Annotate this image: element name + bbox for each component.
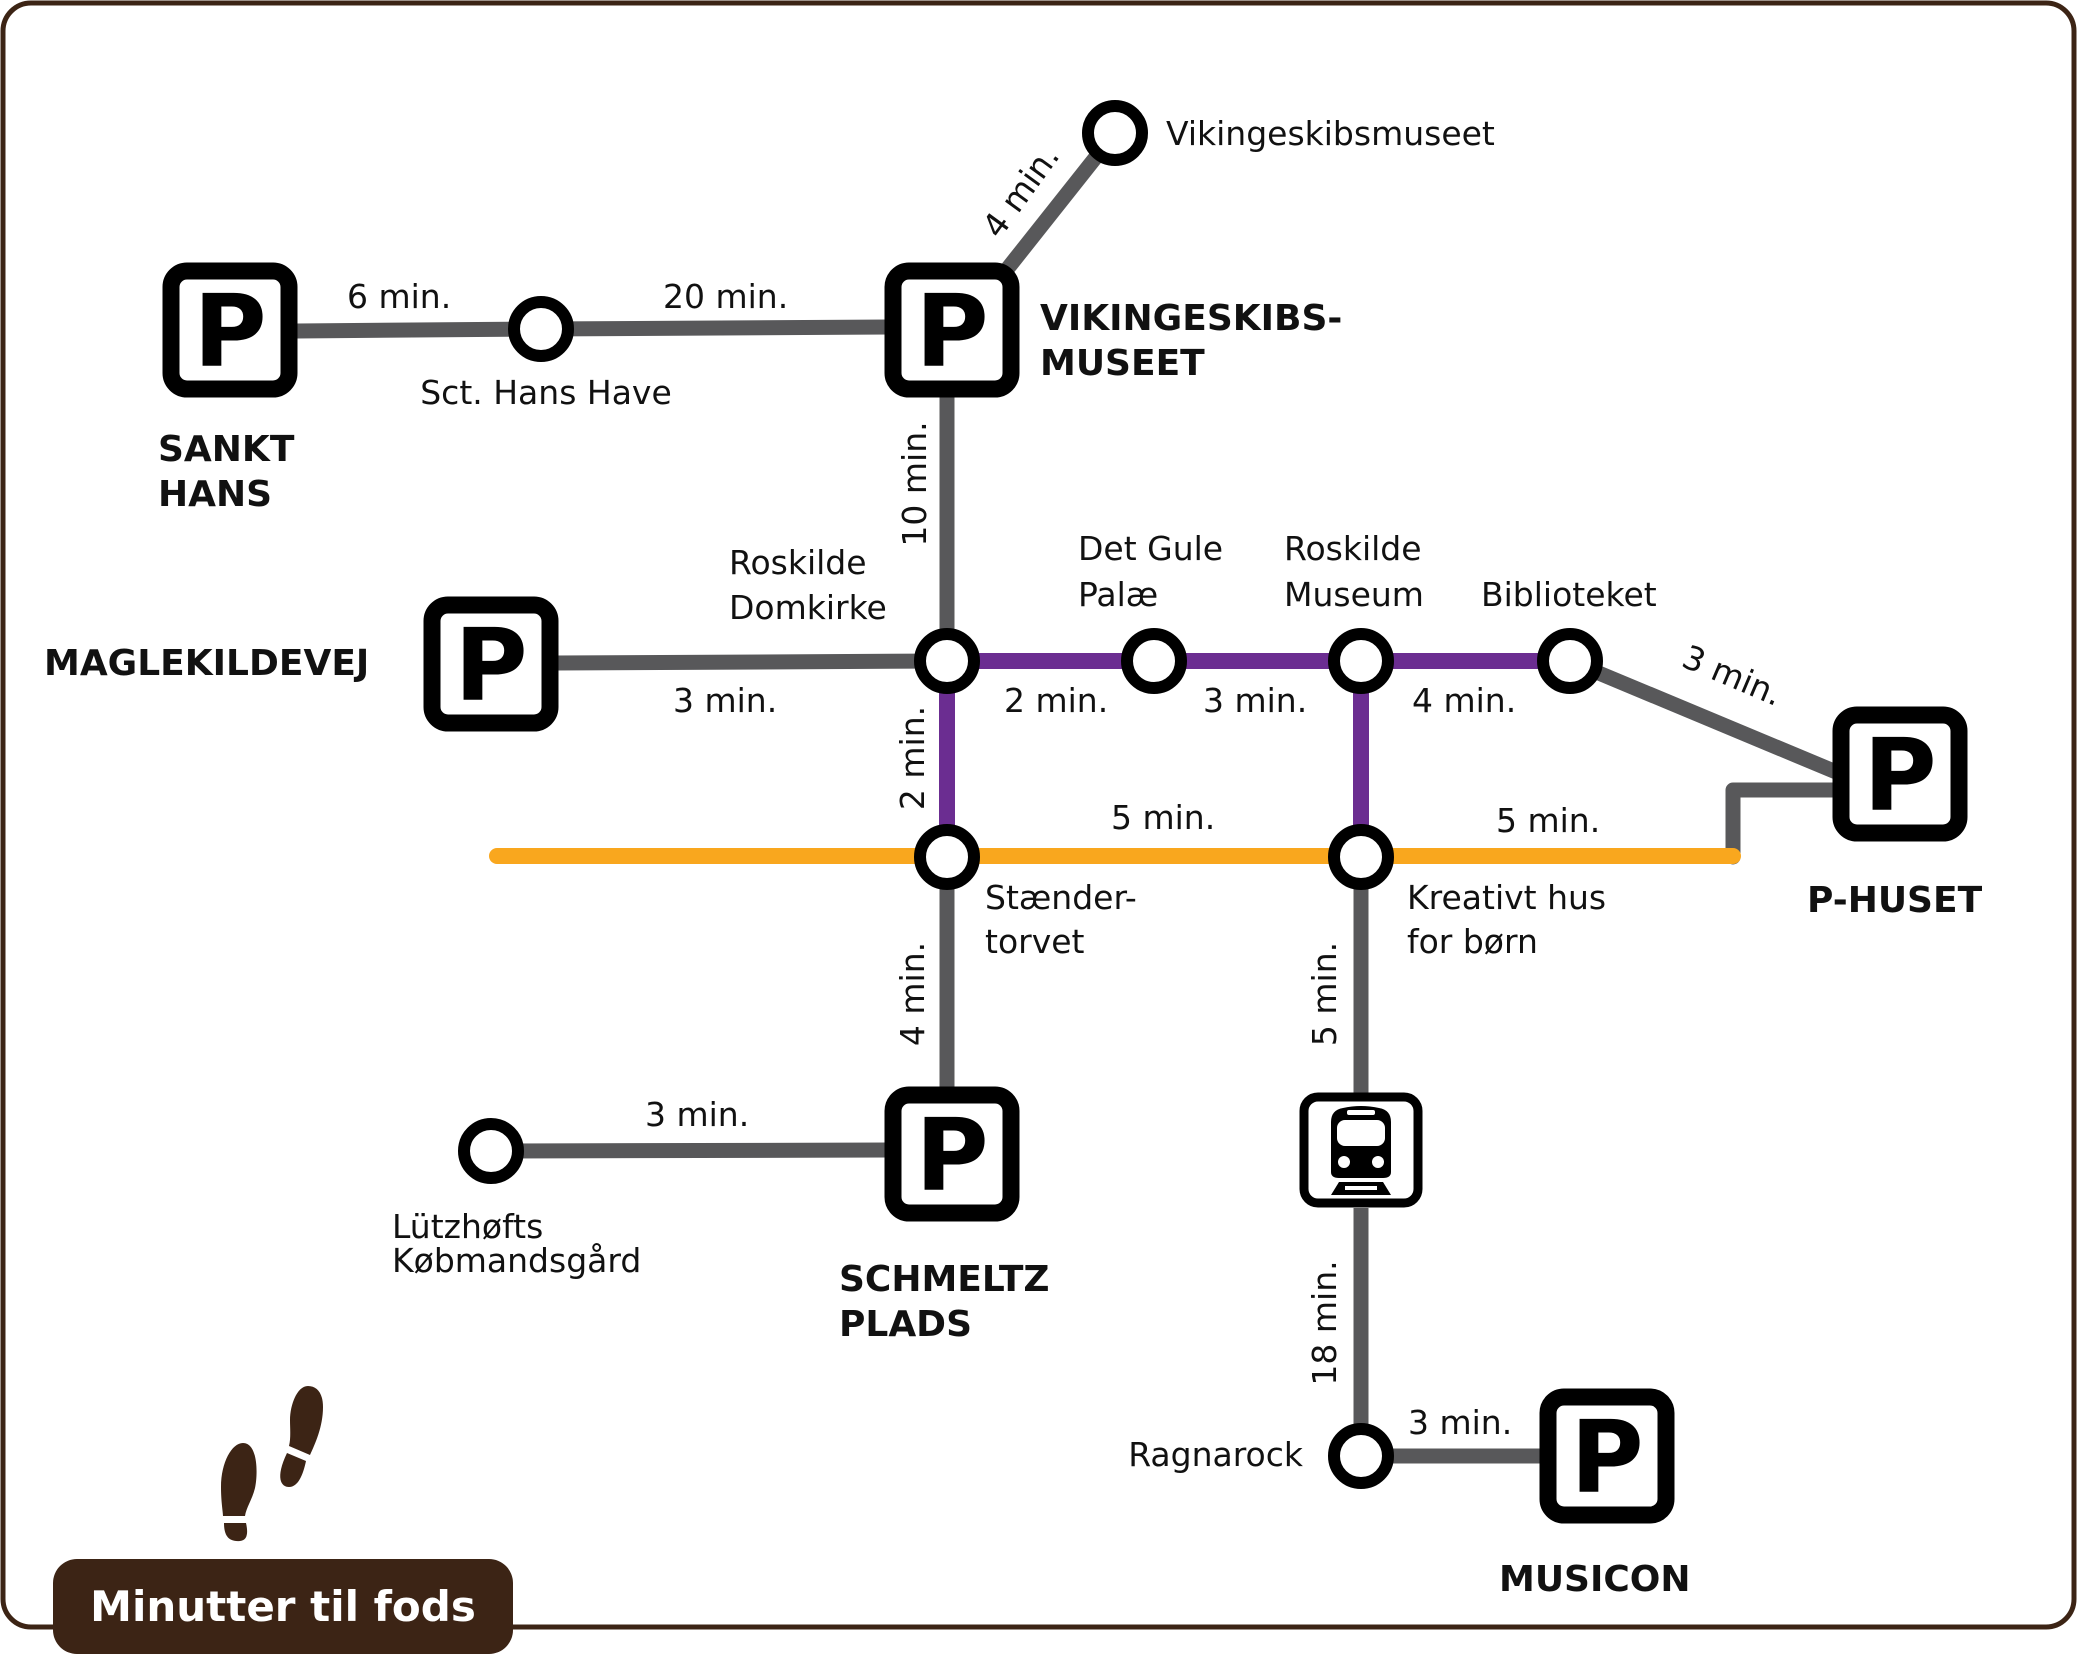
label-line: SANKT [158, 429, 295, 470]
train-icon [1331, 1106, 1391, 1195]
parking-sankt-hans[interactable]: P [162, 262, 298, 398]
parking-symbol: P [1570, 1399, 1643, 1516]
stop-label-staendertorvet: Stænder-torvet [985, 878, 1137, 961]
legend-label: Minutter til fods [90, 1582, 476, 1631]
time-domkirke-staendertorvet: 2 min. [893, 706, 932, 810]
route-biblioteket-p-huset [1567, 654, 1839, 779]
label-line: Kreativt hus [1407, 878, 1606, 917]
label-line: Lützhøfts [392, 1207, 543, 1246]
parking-label-musicon: MUSICON [1499, 1559, 1691, 1600]
label-line: Domkirke [729, 588, 887, 627]
time-kreativt-p-huset: 5 min. [1496, 801, 1600, 840]
time-gule-palae-museum: 3 min. [1203, 681, 1307, 720]
parking-icon [423, 596, 559, 732]
label-line: MUSEET [1040, 343, 1205, 384]
time-kreativt-station: 5 min. [1305, 942, 1344, 1046]
route-lutzhofts-schmeltz [490, 1142, 891, 1159]
parking-icon [162, 262, 298, 398]
parking-symbol: P [915, 273, 988, 390]
time-staendertorvet-kreativt: 5 min. [1111, 798, 1215, 837]
parking-p-huset[interactable]: P [1832, 706, 1968, 842]
label-line: Museum [1284, 575, 1424, 614]
time-maglekildevej-domkirke: 3 min. [673, 681, 777, 720]
label-line: PLADS [839, 1304, 972, 1345]
parking-icon [1539, 1388, 1675, 1524]
label-line: for børn [1407, 922, 1538, 961]
parking-vikingeskibsmuseet[interactable]: P [884, 262, 1020, 398]
route-sankt-hans-sct-hans-have [296, 321, 542, 339]
time-domkirke-gule-palae: 2 min. [1004, 681, 1108, 720]
label-line: torvet [985, 922, 1085, 961]
stop-ragnarock[interactable] [1328, 1423, 1394, 1489]
time-station-ragnarock: 18 min. [1305, 1260, 1344, 1385]
time-sankt-hans-sct-hans-have: 6 min. [347, 277, 451, 316]
label-line: Palæ [1078, 575, 1158, 614]
stop-label-kreativt-hus: Kreativt hus for børn [1407, 878, 1606, 961]
route-orange-connector-p-huset [1725, 782, 1844, 865]
stop-det-gule-palae[interactable] [1121, 628, 1187, 694]
parking-musicon[interactable]: P [1539, 1388, 1675, 1524]
label-line: HANS [158, 474, 272, 515]
label-line: Stænder- [985, 878, 1137, 917]
parking-icon [1832, 706, 1968, 842]
stop-label-ragnarock: Ragnarock [1128, 1435, 1304, 1474]
stop-roskilde-domkirke[interactable] [914, 628, 980, 694]
footsteps-icon [221, 1386, 323, 1542]
stop-sct-hans-have[interactable] [508, 296, 574, 362]
time-museum-biblioteket: 4 min. [1412, 681, 1516, 720]
time-lutzhofts-schmeltz: 3 min. [645, 1095, 749, 1134]
stop-kreativt-hus[interactable] [1328, 824, 1394, 890]
label-line: Det Gule [1078, 529, 1223, 568]
label-line: VIKINGESKIBS- [1040, 298, 1342, 339]
stop-vikingeskibsmuseet[interactable] [1082, 100, 1148, 166]
parking-symbol: P [1863, 717, 1936, 834]
stop-label-sct-hans-have: Sct. Hans Have [420, 373, 672, 412]
time-vikingeskibs-p-domkirke: 10 min. [895, 421, 934, 546]
stop-label-vikingeskibsmuseet: Vikingeskibsmuseet [1166, 114, 1495, 153]
stop-lutzhofts[interactable] [458, 1118, 524, 1184]
parking-icon [884, 262, 1020, 398]
parking-symbol: P [193, 273, 266, 390]
stop-biblioteket[interactable] [1537, 628, 1603, 694]
stop-staendertorvet[interactable] [914, 824, 980, 890]
time-staendertorvet-schmeltz: 4 min. [893, 942, 932, 1046]
parking-schmeltz-plads[interactable]: P [884, 1086, 1020, 1222]
label-line: Roskilde [1284, 529, 1422, 568]
label-line: SCHMELTZ [839, 1259, 1050, 1300]
parking-label-vikingeskibsmuseet: VIKINGESKIBS-MUSEET [1040, 298, 1342, 384]
parking-label-p-huset: P-HUSET [1807, 880, 1983, 921]
time-sct-hans-have-vikingeskibs: 20 min. [663, 277, 788, 316]
parking-maglekildevej[interactable]: P [423, 596, 559, 732]
stops [458, 100, 1603, 1489]
stop-label-biblioteket: Biblioteket [1481, 575, 1657, 614]
parking-label-maglekildevej: MAGLEKILDEVEJ [44, 643, 369, 684]
label-line: Købmandsgård [392, 1241, 641, 1280]
legend-badge-bg [53, 1559, 513, 1654]
legend-badge: Minutter til fods [53, 1559, 513, 1654]
stop-roskilde-museum[interactable] [1328, 628, 1394, 694]
train-station[interactable] [1299, 1092, 1423, 1208]
label-line: Roskilde [729, 543, 867, 582]
parking-icon [884, 1086, 1020, 1222]
route-maglekildevej-domkirke [554, 653, 948, 671]
route-sct-hans-have-vikingeskibs-p [540, 319, 891, 337]
time-ragnarock-musicon: 3 min. [1408, 1403, 1512, 1442]
parking-symbol: P [454, 607, 527, 724]
parking-symbol: P [915, 1097, 988, 1214]
